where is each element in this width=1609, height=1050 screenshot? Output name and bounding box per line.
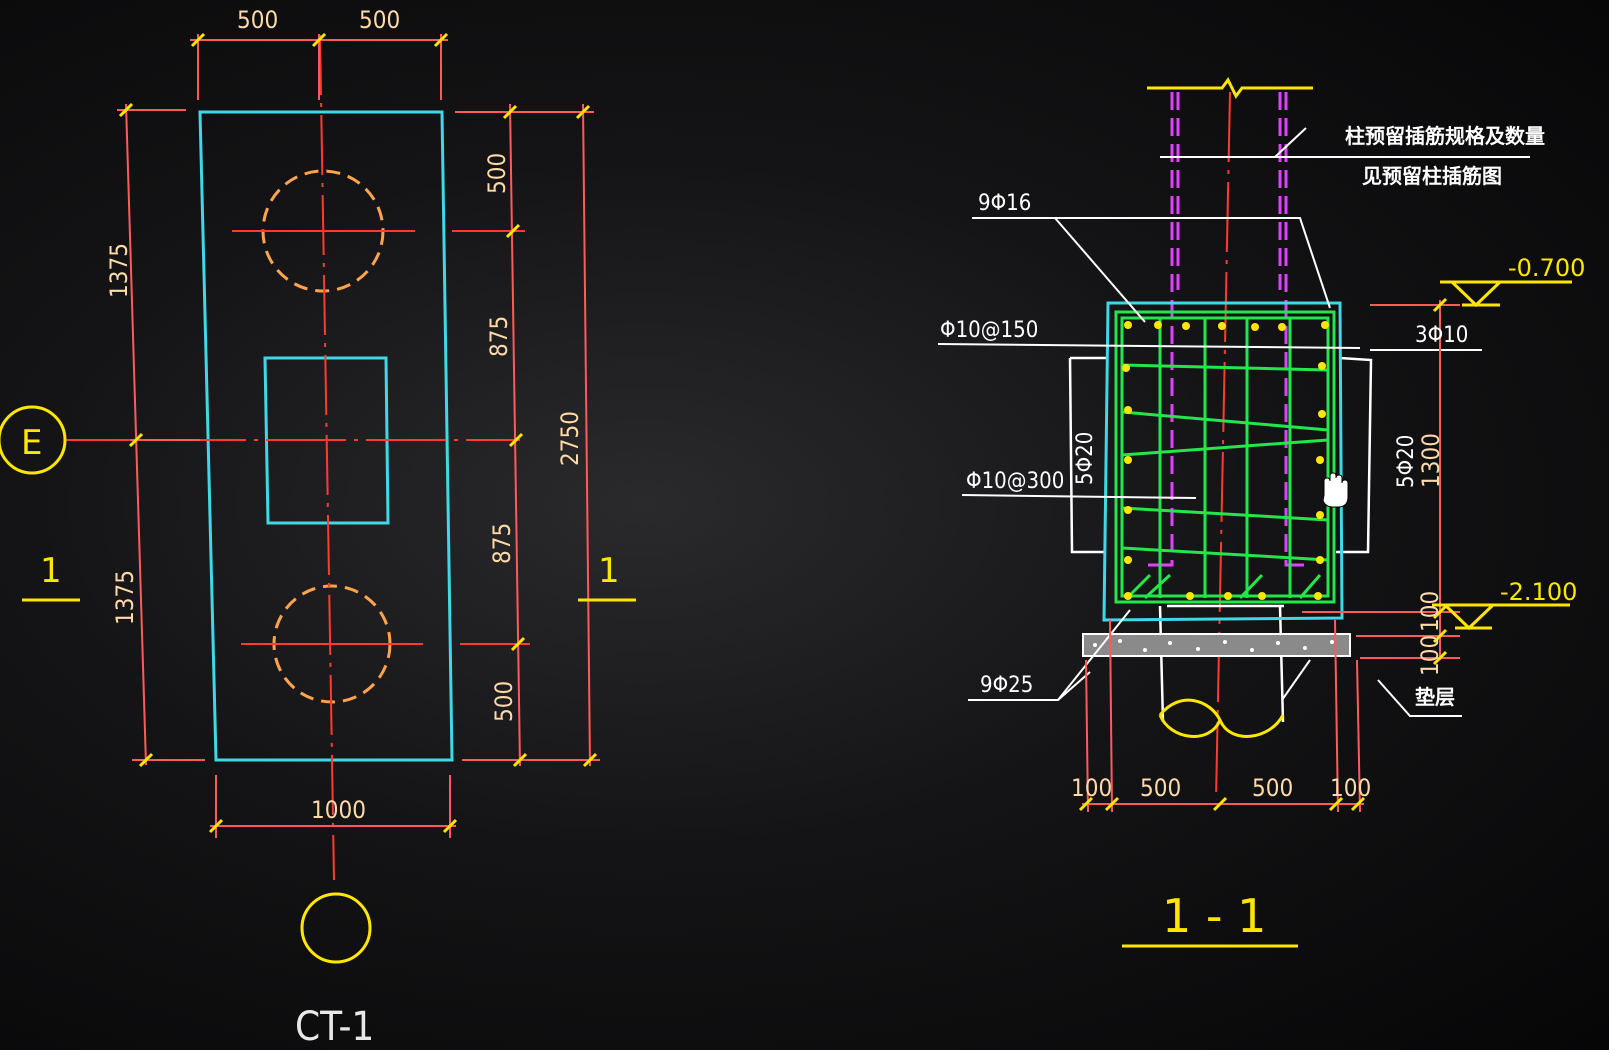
section-cap-outline	[1102, 301, 1344, 622]
label-side-left: 5Φ20	[1073, 432, 1098, 485]
section-title: 1 - 1	[1162, 889, 1266, 943]
label-rebar-bottom: 9Φ25	[980, 673, 1033, 698]
dim-left-upper: 1375	[105, 243, 133, 298]
dowel-hooks	[1148, 560, 1304, 567]
dim-bottom-100-right: 100	[1330, 774, 1371, 802]
grid-axis-label: E	[21, 423, 42, 463]
pile-break-curve	[1158, 698, 1285, 738]
dim-top-left: 500	[237, 6, 278, 34]
plan-name: CT-1	[295, 1004, 374, 1050]
leader-lines	[937, 127, 1530, 717]
label-bedding: 垫层	[1415, 685, 1455, 709]
column-rebar-dowels	[1170, 92, 1288, 560]
dim-right-total: 2750	[556, 411, 584, 466]
section-dimension-ticks	[1078, 297, 1448, 812]
dim-top-right: 500	[359, 6, 400, 34]
dim-right-seg-4: 500	[490, 681, 518, 722]
dim-100-lower: 100	[1416, 635, 1444, 676]
rebar-cage	[1114, 310, 1336, 604]
column-outline	[263, 356, 390, 525]
dim-bottom-500-left: 500	[1140, 774, 1181, 802]
column-break	[1147, 77, 1313, 99]
pile-cap-outline	[198, 110, 454, 762]
plan-dimension-lines	[117, 34, 600, 838]
bedding-layer	[1082, 633, 1351, 657]
dim-left-lower: 1375	[111, 570, 139, 625]
section-dimension-lines	[1082, 300, 1460, 813]
grid-axis-bubble	[0, 405, 67, 475]
dim-bottom-500-right: 500	[1252, 774, 1293, 802]
dim-right-seg-3: 875	[488, 523, 516, 564]
dim-100-upper: 100	[1416, 591, 1444, 632]
section-outlines	[1068, 356, 1373, 723]
elevation-markers	[1432, 280, 1572, 631]
axis-bubble-bottom	[300, 892, 372, 964]
dim-right-seg-1: 500	[483, 153, 511, 194]
label-tie-3phi10: 3Φ10	[1415, 323, 1468, 348]
label-stirrup-150: Φ10@150	[940, 318, 1038, 343]
label-rebar-top: 9Φ16	[978, 191, 1031, 216]
dim-right-seg-2: 875	[485, 316, 513, 357]
note-dowel-line2: 见预留柱插筋图	[1362, 164, 1502, 188]
section-mark-left: 1	[40, 551, 62, 591]
plan-center-lines	[66, 34, 530, 881]
rebar-dots	[1122, 321, 1329, 600]
section-mark-right: 1	[598, 551, 620, 591]
elevation-bottom: -2.100	[1500, 578, 1577, 606]
dim-height-1300: 1300	[1417, 433, 1445, 488]
note-dowel-line1: 柱预留插筋规格及数量	[1345, 124, 1545, 148]
plan-dimension-ticks	[118, 32, 598, 834]
elevation-top: -0.700	[1508, 254, 1585, 282]
section-view: 柱预留插筋规格及数量 见预留柱插筋图 9Φ16 Φ10@150 Φ10@300 …	[937, 77, 1585, 948]
bedding-hatch	[1093, 639, 1334, 652]
dim-bottom-100-left: 100	[1071, 774, 1112, 802]
hand-cursor-icon	[1322, 472, 1349, 508]
dim-bottom-width: 1000	[311, 796, 366, 824]
label-stirrup-300: Φ10@300	[966, 469, 1064, 494]
plan-view: 500 500 1375 1375 500 875 875 500 2750 1…	[0, 6, 636, 1050]
label-side-right: 5Φ20	[1394, 435, 1419, 488]
section-center-line	[1215, 91, 1231, 801]
